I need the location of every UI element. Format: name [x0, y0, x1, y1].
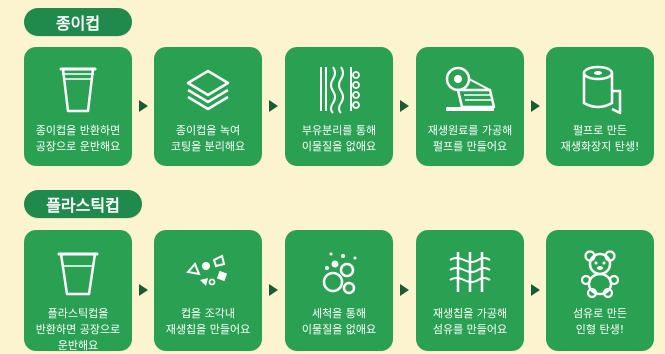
step-caption: 부유분리를 통해 이물질을 없애요	[301, 124, 377, 153]
arrow-icon	[400, 284, 409, 296]
step-caption: 종이컵을 반환하면 공장으로 운반해요	[35, 124, 121, 153]
paper-cups-icon	[24, 63, 132, 115]
paper-step-4: 재생원료를 가공해 펄프를 만들어요	[416, 47, 524, 166]
step-caption: 펄프로 만든 재생화장지 탄생!	[560, 124, 640, 153]
step-caption: 컵을 조각내 재생칩을 만들어요	[165, 307, 251, 336]
paper-step-2: 종이컵을 녹여 코팅을 분리해요	[154, 47, 262, 166]
arrow-icon	[269, 284, 278, 296]
paper-step-1: 종이컵을 반환하면 공장으로 운반해요	[24, 47, 132, 166]
step-caption: 재생칩을 가공해 섬유를 만들어요	[432, 307, 508, 336]
plastic-step-5: 섬유로 만든 인형 탄생!	[546, 230, 654, 351]
fiber-separation-icon	[285, 63, 393, 115]
arrow-icon	[139, 284, 148, 296]
plastic-step-1: 플라스틱컵을 반환하면 공장으로 운반해요	[24, 230, 132, 352]
arrow-icon	[531, 100, 540, 112]
toilet-paper-icon	[546, 63, 654, 115]
arrow-icon	[531, 284, 540, 296]
fiber-mesh-icon	[416, 246, 524, 298]
section-label-plastic-cup: 플라스틱컵	[24, 190, 142, 218]
paper-step-5: 펄프로 만든 재생화장지 탄생!	[546, 47, 654, 166]
plastic-step-2: 컵을 조각내 재생칩을 만들어요	[154, 230, 262, 351]
arrow-icon	[269, 100, 278, 112]
step-caption: 재생원료를 가공해 펄프를 만들어요	[427, 124, 513, 153]
arrow-icon	[139, 100, 148, 112]
section-label-paper-cup: 종이컵	[24, 8, 132, 36]
step-caption: 섬유로 만든 인형 탄생!	[572, 307, 628, 336]
plastic-cup-icon	[24, 246, 132, 298]
paper-roll-machine-icon	[416, 63, 524, 115]
step-caption: 플라스틱컵을 반환하면 공장으로 운반해요	[35, 307, 121, 352]
paper-step-3: 부유분리를 통해 이물질을 없애요	[285, 47, 393, 166]
plastic-step-4: 재생칩을 가공해 섬유를 만들어요	[416, 230, 524, 351]
plastic-step-3: 세척을 통해 이물질을 없애요	[285, 230, 393, 351]
step-caption: 종이컵을 녹여 코팅을 분리해요	[170, 124, 246, 153]
bubbles-icon	[285, 246, 393, 298]
teddy-bear-icon	[546, 246, 654, 298]
arrow-icon	[400, 100, 409, 112]
paper-layers-icon	[154, 63, 262, 115]
step-caption: 세척을 통해 이물질을 없애요	[301, 307, 377, 336]
plastic-chips-icon	[154, 246, 262, 298]
